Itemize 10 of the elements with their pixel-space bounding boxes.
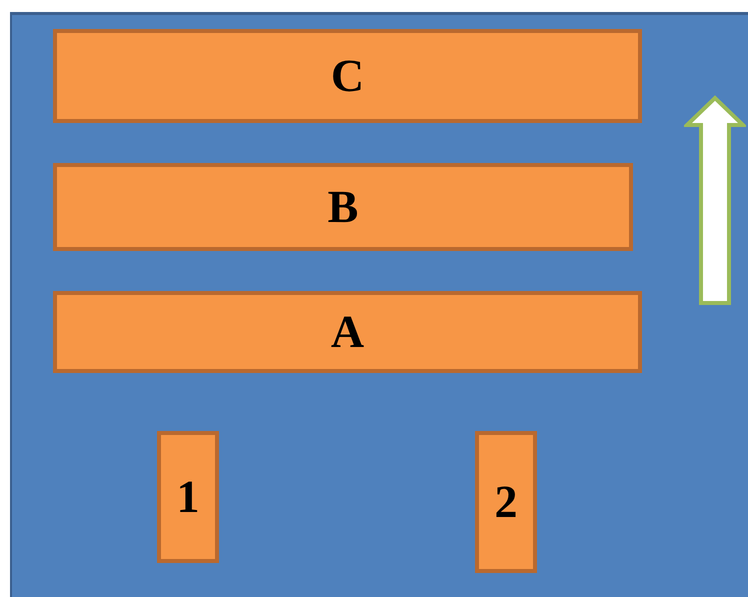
block-shape — [475, 431, 537, 573]
bar-shape — [53, 163, 633, 251]
bar-shape — [53, 29, 642, 123]
label-text: B — [328, 184, 358, 230]
label-text: A — [330, 309, 364, 355]
block-shape — [157, 431, 219, 563]
label-text: 1 — [176, 474, 200, 520]
bar-shape — [53, 291, 642, 373]
label-text: 2 — [494, 479, 518, 525]
label-text: C — [330, 53, 364, 99]
